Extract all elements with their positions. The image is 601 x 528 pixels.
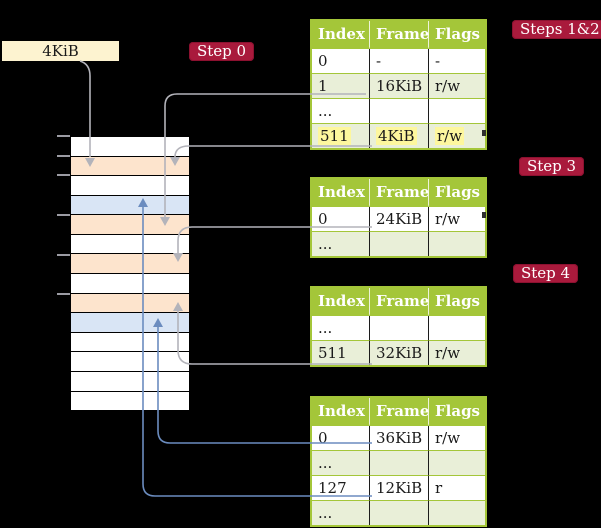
table-header-row: Index Frame Flags: [312, 179, 485, 207]
cell-text: 0: [318, 210, 328, 228]
address-tick: [57, 135, 70, 137]
col-header-flags: Flags: [428, 288, 485, 316]
table-row: ...: [312, 501, 485, 525]
page-table-level1: Index Frame Flags 0 36KiB r/w ... 127 12…: [310, 396, 487, 527]
memory-row-orange: [71, 293, 189, 314]
cell-text: 0: [318, 52, 328, 70]
col-header-index: Index: [312, 21, 369, 49]
cell-text: r/w: [435, 210, 461, 228]
cell-text: 12KiB: [376, 479, 423, 497]
address-tick: [57, 254, 70, 256]
cell-text: ...: [318, 454, 333, 472]
memory-row-white: [71, 352, 189, 372]
table-row: ...: [312, 232, 485, 256]
address-tick: [57, 155, 70, 157]
cell-text: ...: [318, 102, 333, 120]
memory-row-orange: [71, 215, 189, 235]
cell-text: ...: [318, 319, 333, 337]
address-tick: [57, 293, 70, 295]
table-row-highlighted: 511 4KiB r/w: [312, 124, 485, 148]
cell-text-highlight: 511: [318, 127, 351, 145]
memory-row-white: [71, 274, 189, 294]
table-row: 0 - -: [312, 49, 485, 74]
col-header-flags: Flags: [428, 398, 485, 426]
cell-text: 1: [318, 77, 328, 95]
memory-row-white: [71, 332, 189, 353]
cell-text: r: [435, 479, 443, 497]
col-header-flags: Flags: [428, 179, 485, 207]
table-header-row: Index Frame Flags: [312, 288, 485, 316]
page-table-level4: Index Frame Flags 0 - - 1 16KiB r/w ... …: [310, 19, 487, 150]
cell-text-highlight: 4KiB: [376, 127, 417, 145]
cell-text: 24KiB: [376, 210, 423, 228]
cell-text: ...: [318, 504, 333, 522]
table-row: 511 32KiB r/w: [312, 341, 485, 365]
table-row: ...: [312, 316, 485, 341]
frame-address-box: 4KiB: [1, 40, 120, 62]
memory-row-blue: [71, 313, 189, 333]
memory-strip: [70, 136, 190, 411]
memory-row-white: [71, 371, 189, 392]
table-header-row: Index Frame Flags: [312, 21, 485, 49]
cell-text: 127: [318, 479, 347, 497]
badge-steps-1-2: Steps 1&2: [512, 20, 601, 39]
badge-step-4: Step 4: [513, 264, 579, 283]
col-header-flags: Flags: [428, 21, 485, 49]
memory-row-blue: [71, 195, 189, 216]
table-row: 0 36KiB r/w: [312, 426, 485, 451]
badge-step-4-label: Step 4: [521, 264, 571, 282]
table-header-row: Index Frame Flags: [312, 398, 485, 426]
table-row: ...: [312, 451, 485, 476]
page-table-level2: Index Frame Flags ... 511 32KiB r/w: [310, 286, 487, 367]
address-tick: [57, 214, 70, 216]
table-row: 0 24KiB r/w: [312, 207, 485, 232]
col-header-index: Index: [312, 179, 369, 207]
cell-text-highlight: r/w: [435, 127, 465, 145]
cell-text: 36KiB: [376, 429, 423, 447]
memory-row-white: [71, 137, 189, 157]
table-row: 1 16KiB r/w: [312, 74, 485, 99]
col-header-frame: Frame: [369, 398, 429, 426]
badge-steps-1-2-label: Steps 1&2: [520, 20, 600, 38]
badge-step-3-label: Step 3: [527, 157, 577, 175]
cell-text: r/w: [435, 344, 461, 362]
table-row: 127 12KiB r: [312, 476, 485, 501]
col-header-index: Index: [312, 398, 369, 426]
col-header-index: Index: [312, 288, 369, 316]
badge-step-0-label: Step 0: [197, 42, 247, 60]
cell-text: -: [376, 52, 382, 70]
col-header-frame: Frame: [369, 21, 429, 49]
memory-row-orange: [71, 156, 189, 177]
address-tick: [57, 174, 70, 176]
cell-text: 0: [318, 429, 328, 447]
cell-text: 16KiB: [376, 77, 423, 95]
memory-row-white: [71, 391, 189, 411]
cell-text: 511: [318, 344, 347, 362]
table-row: ...: [312, 99, 485, 124]
memory-row-white: [71, 234, 189, 255]
col-header-frame: Frame: [369, 288, 429, 316]
cell-text: -: [435, 52, 441, 70]
col-header-frame: Frame: [369, 179, 429, 207]
cell-text: r/w: [435, 429, 461, 447]
entry-marker: [482, 212, 486, 218]
memory-row-orange: [71, 254, 189, 275]
cell-text: r/w: [435, 77, 461, 95]
cell-text: ...: [318, 235, 333, 253]
memory-row-white: [71, 176, 189, 196]
badge-step-0: Step 0: [189, 42, 255, 61]
cell-text: 32KiB: [376, 344, 423, 362]
badge-step-3: Step 3: [519, 157, 585, 176]
page-table-level3: Index Frame Flags 0 24KiB r/w ...: [310, 177, 487, 258]
entry-marker: [482, 130, 486, 136]
frame-address-label: 4KiB: [42, 42, 79, 60]
